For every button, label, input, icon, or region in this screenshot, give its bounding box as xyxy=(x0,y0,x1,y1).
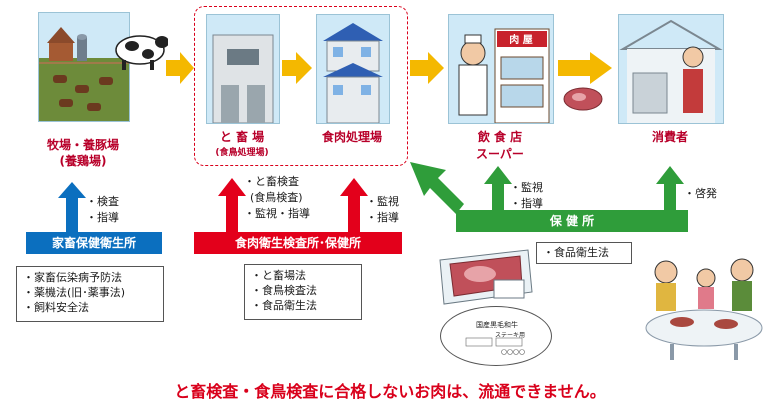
livestock-agency-bar: 家畜保健衛生所 xyxy=(26,232,162,254)
health-arrow-to-processing xyxy=(410,162,464,214)
flow-arrow-restaurant-to-consumer xyxy=(558,52,612,84)
slaughter-processing-group xyxy=(194,6,408,166)
meat-package-illustration xyxy=(436,246,534,308)
meat-inspection-bar: 食肉衛生検査所･保健所 xyxy=(194,232,402,254)
footer-notice: と畜検査・食鳥検査に合格しないお肉は、流通できません。 xyxy=(174,382,606,401)
livestock-arrow-up xyxy=(58,182,86,232)
family-dinner-illustration xyxy=(640,252,766,362)
meat-laws-box: ・と畜場法 ・食鳥検査法 ・食品衛生法 xyxy=(244,264,362,320)
consumer-illustration xyxy=(618,14,724,124)
meat-label-title: 国産黒毛和牛 xyxy=(476,321,518,329)
meat-action-monitor: ・監視 xyxy=(366,195,399,208)
meat-arrow-up-right xyxy=(340,178,368,232)
flow-arrow-processing-to-restaurant xyxy=(410,52,444,84)
health-law-box: ・食品衛生法 xyxy=(536,242,632,264)
slaughterhouse-illustration xyxy=(206,14,280,124)
farm-sublabel: (養鶏場) xyxy=(59,154,107,168)
restaurant-label: 飲 食 店 xyxy=(477,130,523,144)
livestock-action-guide: ・指導 xyxy=(86,211,119,224)
health-arrow-to-consumer xyxy=(656,166,684,210)
restaurant-sublabel: スーパー xyxy=(476,147,524,161)
flow-arrow-slaughter-to-processing xyxy=(282,52,312,84)
meat-action-monitor-guide: ・監視・指導 xyxy=(244,207,310,220)
health-arrow-to-restaurant xyxy=(484,166,512,210)
processing-plant-illustration xyxy=(316,14,390,124)
law-food-sanitation-health: ・食品衛生法 xyxy=(543,246,609,259)
meat-label-details xyxy=(465,337,525,355)
farm-illustration xyxy=(38,12,130,122)
law-livestock-disease: ・家畜伝染病予防法 xyxy=(23,271,122,284)
meat-arrow-up-left xyxy=(218,178,246,232)
meat-action-slaughter-inspection: ・と畜検査 xyxy=(244,175,299,188)
cow-icon xyxy=(110,28,169,72)
health-center-bar: 保 健 所 xyxy=(456,210,688,232)
farm-label: 牧場・養豚場 xyxy=(46,138,119,152)
livestock-laws-box: ・家畜伝染病予防法 ・薬機法(旧･薬事法) ・飼料安全法 xyxy=(16,266,164,322)
slaughterhouse-sublabel: (食鳥処理場) xyxy=(215,148,269,158)
steak-icon xyxy=(562,86,604,112)
meat-label-card xyxy=(440,306,552,366)
law-pharma: ・薬機法(旧･薬事法) xyxy=(23,286,126,299)
law-poultry-inspection: ・食鳥検査法 xyxy=(251,284,317,297)
law-slaughterhouse: ・と畜場法 xyxy=(251,269,306,282)
shop-sign: 肉 屋 xyxy=(509,35,533,46)
flow-arrow-farm-to-slaughter xyxy=(166,52,194,84)
health-action-guide: ・指導 xyxy=(510,197,543,210)
health-action-awareness: ・啓発 xyxy=(684,187,717,200)
processing-label: 食肉処理場 xyxy=(321,130,382,144)
law-food-sanitation: ・食品衛生法 xyxy=(251,299,317,312)
livestock-action-inspect: ・検査 xyxy=(86,195,119,208)
meat-action-guide: ・指導 xyxy=(366,211,399,224)
consumer-label: 消費者 xyxy=(651,130,688,144)
health-action-monitor: ・監視 xyxy=(510,181,543,194)
slaughterhouse-label: と 畜 場 xyxy=(219,130,265,144)
restaurant-illustration xyxy=(448,14,554,124)
meat-label-subtitle: ステーキ用 xyxy=(494,332,525,339)
law-feed-safety: ・飼料安全法 xyxy=(23,301,89,314)
meat-action-poultry-inspection: (食鳥検査) xyxy=(250,191,303,204)
